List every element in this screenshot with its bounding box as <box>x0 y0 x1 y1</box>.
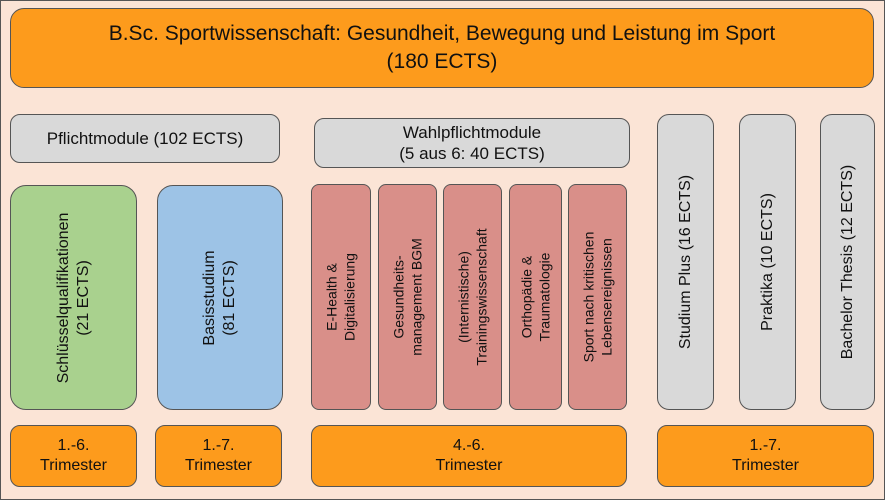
program-title: B.Sc. Sportwissenschaft: Gesundheit, Bew… <box>108 21 776 45</box>
trimester-2-label: Trimester <box>185 457 252 474</box>
pflichtmodule-header: Pflichtmodule (102 ECTS) <box>10 114 280 163</box>
module-e-health: E-Health & Digitalisierung <box>311 184 371 410</box>
trimester-3-label: Trimester <box>435 457 503 474</box>
module-orthopaedie: Orthopädie & Traumatologie <box>509 184 562 410</box>
pflichtmodule-label: Pflichtmodule (102 ECTS) <box>46 128 244 148</box>
wahlpflichtmodule-header: Wahlpflichtmodule (5 aus 6: 40 ECTS) <box>314 118 630 168</box>
trimester-box-3: 4.-6. Trimester <box>311 425 627 487</box>
trimester-box-1: 1.-6. Trimester <box>10 425 137 487</box>
module-e-health-label: E-Health & Digitalisierung <box>323 253 358 341</box>
program-total-ects: (180 ECTS) <box>386 50 498 73</box>
module-praktika-label: Praktika (10 ECTS) <box>758 193 776 331</box>
trimester-1-range: 1.-6. <box>57 437 90 454</box>
module-trainingswissenschaft-label: (Internistische) Trainingswissenschaft <box>455 228 489 366</box>
module-basisstudium-label: Basisstudium (81 ECTS) <box>201 249 238 346</box>
module-sport-nach-lebensereignissen-label: Sport nach kritischen Lebensereignissen <box>580 231 614 363</box>
program-title-box: B.Sc. Sportwissenschaft: Gesundheit, Bew… <box>10 8 874 88</box>
module-bachelor-thesis: Bachelor Thesis (12 ECTS) <box>820 114 875 410</box>
module-gesundheitsmanagement: Gesundheits- management BGM <box>378 184 437 410</box>
module-basisstudium: Basisstudium (81 ECTS) <box>157 185 283 410</box>
trimester-2-range: 1.-7. <box>202 437 235 454</box>
trimester-box-4: 1.-7. Trimester <box>657 425 874 487</box>
module-bachelor-thesis-label: Bachelor Thesis (12 ECTS) <box>838 164 856 360</box>
module-trainingswissenschaft: (Internistische) Trainingswissenschaft <box>443 184 502 410</box>
trimester-3-range: 4.-6. <box>452 437 485 454</box>
wahlpflichtmodule-ects: (5 aus 6: 40 ECTS) <box>399 144 545 163</box>
module-orthopaedie-label: Orthopädie & Traumatologie <box>518 252 552 342</box>
module-studium-plus-label: Studium Plus (16 ECTS) <box>676 174 694 350</box>
module-schluesselqualifikationen: Schlüsselqualifikationen (21 ECTS) <box>10 185 137 410</box>
trimester-4-label: Trimester <box>732 457 799 474</box>
module-studium-plus: Studium Plus (16 ECTS) <box>657 114 714 410</box>
module-gesundheitsmanagement-label: Gesundheits- management BGM <box>390 238 424 356</box>
trimester-4-range: 1.-7. <box>749 437 782 454</box>
wahlpflichtmodule-label: Wahlpflichtmodule <box>402 122 542 142</box>
module-sport-nach-lebensereignissen: Sport nach kritischen Lebensereignissen <box>568 184 627 410</box>
trimester-1-label: Trimester <box>40 457 107 474</box>
module-praktika: Praktika (10 ECTS) <box>739 114 796 410</box>
module-schluesselqualifikationen-label: Schlüsselqualifikationen (21 ECTS) <box>54 212 92 383</box>
trimester-box-2: 1.-7. Trimester <box>155 425 282 487</box>
